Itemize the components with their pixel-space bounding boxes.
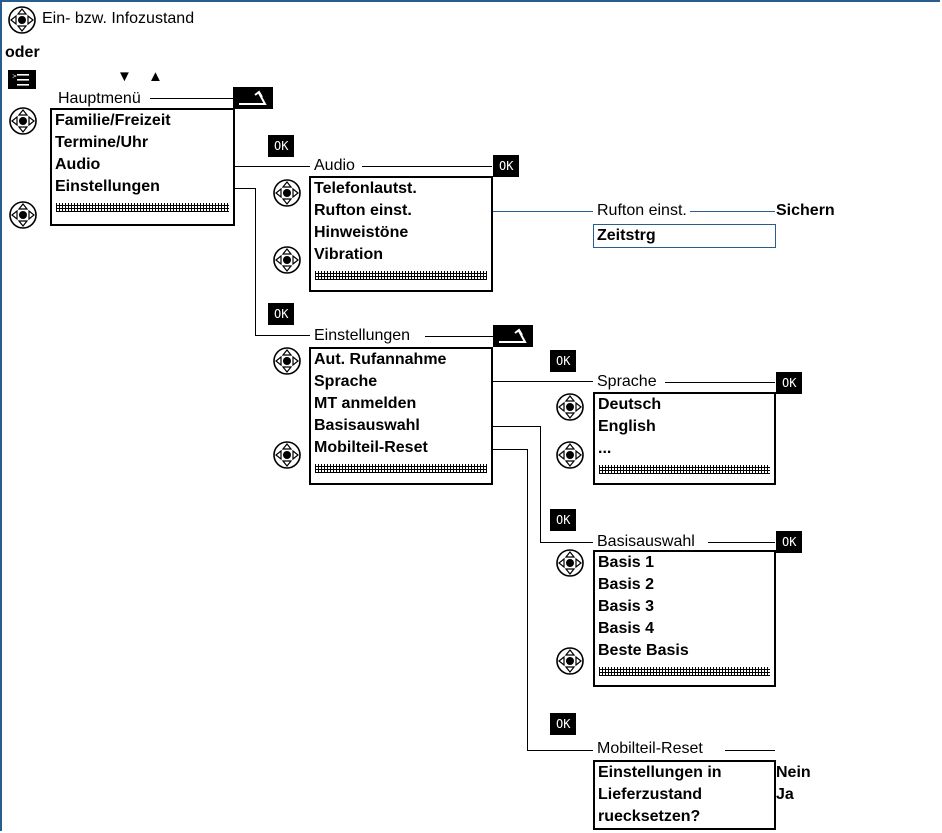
rufton-value-box[interactable]: Zeitstrg — [593, 224, 776, 248]
menu-item[interactable]: Deutsch — [598, 396, 662, 413]
navigation-key-icon — [556, 647, 584, 675]
einstellungen-box: Aut. Rufannahme Sprache MT anmelden Basi… — [309, 347, 493, 485]
scrollbar-pattern — [315, 464, 487, 473]
reset-question-line: Lieferzustand — [598, 786, 703, 803]
navigation-key-icon — [9, 201, 37, 229]
rufton-title: Rufton einst. — [597, 202, 687, 219]
sprache-title-rule — [665, 382, 775, 383]
menu-item[interactable]: Basisauswahl — [314, 417, 420, 434]
menu-item[interactable]: Vibration — [314, 246, 384, 263]
connector-basisauswahl — [493, 426, 540, 427]
navigation-key-icon — [9, 107, 37, 135]
menu-item[interactable]: Audio — [55, 156, 101, 173]
scrollbar-pattern — [599, 465, 770, 474]
svg-text:>: > — [12, 73, 17, 80]
audio-title-rule — [362, 166, 492, 167]
connector-einstellungen — [235, 188, 255, 189]
scrollbar-pattern — [56, 203, 229, 212]
basisauswahl-title: Basisauswahl — [597, 533, 695, 550]
save-softkey[interactable]: Sichern — [776, 202, 835, 219]
hauptmenu-title-rule — [150, 98, 234, 99]
hauptmenu-box: Familie/Freizeit Termine/Uhr Audio Einst… — [50, 108, 235, 226]
ok-key[interactable]: OK — [268, 135, 295, 157]
back-key-icon — [233, 87, 273, 109]
idle-state-label: Ein- bzw. Infozustand — [42, 10, 195, 27]
menu-item[interactable]: Familie/Freizeit — [55, 112, 171, 129]
audio-title: Audio — [314, 157, 355, 174]
mobilteil-reset-title: Mobilteil-Reset — [597, 740, 703, 757]
ok-key[interactable]: OK — [776, 531, 803, 553]
ok-key[interactable]: OK — [493, 155, 520, 177]
menu-item[interactable]: Basis 2 — [598, 576, 655, 593]
navigation-key-icon — [273, 347, 301, 375]
menu-item[interactable]: Sprache — [314, 373, 378, 390]
menu-item[interactable]: Basis 3 — [598, 598, 655, 615]
connector-einstellungen-v — [255, 188, 256, 335]
menu-item[interactable]: Beste Basis — [598, 642, 689, 659]
ok-key[interactable]: OK — [268, 303, 295, 325]
sprache-title: Sprache — [597, 373, 657, 390]
scrollbar-pattern — [599, 667, 770, 676]
menu-item[interactable]: Mobilteil-Reset — [314, 439, 428, 456]
menu-item[interactable]: Einstellungen — [55, 178, 160, 195]
or-label: oder — [5, 44, 40, 61]
menu-item[interactable]: Basis 1 — [598, 554, 655, 571]
hauptmenu-title: Hauptmenü — [58, 90, 141, 107]
ok-key[interactable]: OK — [550, 713, 577, 735]
scroll-arrows: ▼ ▲ — [117, 68, 169, 85]
einstellungen-title: Einstellungen — [314, 327, 411, 344]
connector-reset-h — [527, 750, 593, 751]
menu-item[interactable]: Rufton einst. — [314, 202, 412, 219]
einstellungen-title-rule — [425, 336, 493, 337]
connector-reset-v — [527, 449, 528, 750]
connector-basisauswahl-v — [540, 426, 541, 542]
menu-item[interactable]: ... — [598, 440, 612, 457]
mobilteil-reset-title-rule — [725, 750, 775, 751]
navigation-key-icon — [556, 441, 584, 469]
basisauswahl-title-rule — [708, 542, 775, 543]
navigation-key-icon — [8, 6, 36, 34]
menu-item[interactable]: MT anmelden — [314, 395, 417, 412]
menu-item[interactable]: English — [598, 418, 656, 435]
ok-key[interactable]: OK — [550, 509, 577, 531]
connector-sprache — [493, 381, 593, 382]
sprache-box: Deutsch English ... — [593, 392, 776, 485]
basisauswahl-box: Basis 1 Basis 2 Basis 3 Basis 4 Beste Ba… — [593, 550, 776, 687]
rufton-value: Zeitstrg — [597, 227, 656, 244]
navigation-key-icon — [273, 441, 301, 469]
navigation-key-icon — [556, 549, 584, 577]
menu-item[interactable]: Termine/Uhr — [55, 134, 149, 151]
reset-question-line: Einstellungen in — [598, 764, 722, 781]
back-key-icon[interactable] — [493, 325, 533, 347]
no-softkey[interactable]: Nein — [776, 764, 811, 781]
menu-key-icon: > — [8, 70, 36, 89]
audio-box: Telefonlautst. Rufton einst. Hinweistöne… — [309, 176, 493, 292]
menu-item[interactable]: Telefonlautst. — [314, 180, 417, 197]
ok-key[interactable]: OK — [776, 372, 803, 394]
navigation-key-icon — [273, 246, 301, 274]
connector-audio — [235, 166, 310, 167]
connector-basisauswahl-h — [540, 542, 593, 543]
connector-reset — [493, 449, 527, 450]
rufton-title-rule — [690, 211, 775, 212]
yes-softkey[interactable]: Ja — [776, 786, 794, 803]
reset-question-line: ruecksetzen? — [598, 808, 701, 825]
menu-item[interactable]: Aut. Rufannahme — [314, 351, 447, 368]
scrollbar-pattern — [315, 271, 487, 280]
mobilteil-reset-box: Einstellungen in Lieferzustand ruecksetz… — [593, 760, 776, 830]
menu-item[interactable]: Hinweistöne — [314, 224, 409, 241]
connector-einstellungen-h — [255, 335, 310, 336]
navigation-key-icon — [556, 393, 584, 421]
menu-item[interactable]: Basis 4 — [598, 620, 655, 637]
navigation-key-icon — [273, 179, 301, 207]
ok-key[interactable]: OK — [550, 350, 577, 372]
connector-rufton — [493, 211, 593, 212]
